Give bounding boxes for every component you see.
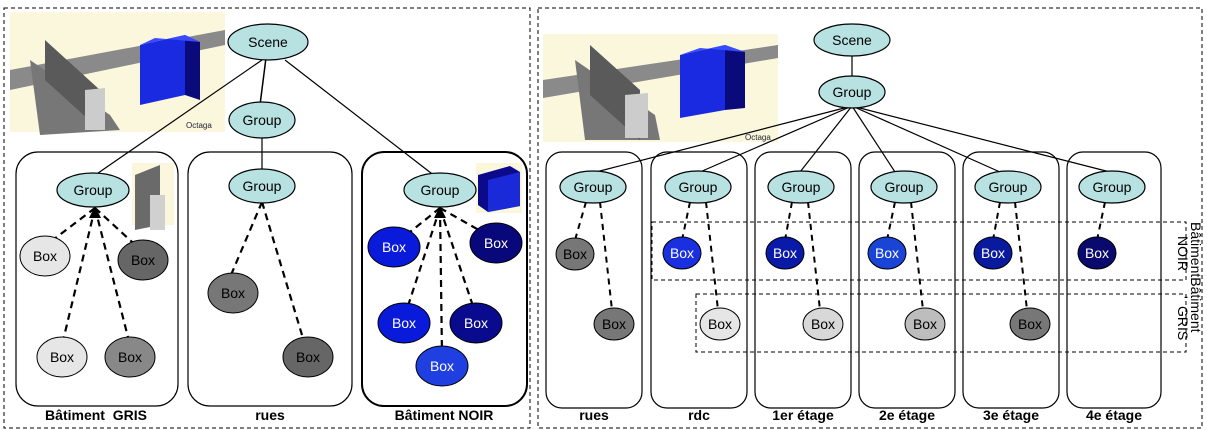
label-batiment-gris: Bâtiment GRIS <box>45 407 147 423</box>
batiment-gris-frame <box>15 151 179 407</box>
svg-text:Box: Box <box>33 248 57 264</box>
svg-text:Box: Box <box>773 245 797 261</box>
col-1er-box-bottom: Box <box>802 307 844 341</box>
right-main-group-label: Group <box>833 84 872 100</box>
svg-text:Group: Group <box>574 179 613 195</box>
svg-text:Box: Box <box>981 245 1005 261</box>
svg-text:Box: Box <box>430 358 454 374</box>
noir-group-label: Group <box>421 182 460 198</box>
col-4e-group: Group <box>1078 170 1146 204</box>
gris-box-1: Box <box>19 235 71 277</box>
rues-group-node <box>228 168 296 204</box>
gris-box-4: Box <box>104 336 156 378</box>
svg-text:Box: Box <box>563 246 587 262</box>
svg-text:Box: Box <box>392 315 416 331</box>
noir-box-5: Box <box>415 345 469 387</box>
side-label-noir: NOIR <box>1175 236 1191 271</box>
col-4e-box-top: Box <box>1077 236 1117 270</box>
rues-group-label: Group <box>243 178 282 194</box>
svg-text:Box: Box <box>464 315 488 331</box>
right-main-group-node <box>818 75 886 109</box>
label-rues-left: rues <box>255 407 285 423</box>
col-2e-group: Group <box>870 170 938 204</box>
gris-mini-preview <box>132 163 174 230</box>
octaga-logo: Octaga <box>186 121 212 130</box>
side-label-batiment: BâtimentBâtiment <box>1188 222 1204 333</box>
right-3d-preview: Octaga <box>543 34 778 142</box>
gris-group-node <box>56 172 130 208</box>
noir-box-4: Box <box>449 302 503 344</box>
batiment-gris-selection <box>695 293 1187 353</box>
rues-frame <box>187 151 353 407</box>
svg-text:Box: Box <box>708 316 732 332</box>
side-label-gris: GRIS <box>1175 306 1191 340</box>
gris-group-label: Group <box>74 182 113 198</box>
noir-box-3: Box <box>377 302 431 344</box>
col-3e-box-top: Box <box>973 236 1013 270</box>
svg-text:Group: Group <box>679 179 718 195</box>
svg-text:Group: Group <box>1093 179 1132 195</box>
col-rues-group: Group <box>559 170 627 204</box>
svg-text:Box: Box <box>131 252 155 268</box>
left-scene-label: Scene <box>248 34 288 50</box>
batiment-noir-frame <box>361 151 528 407</box>
col-rues-box-bottom: Box <box>593 307 635 341</box>
svg-text:Box: Box <box>382 239 406 255</box>
svg-text:Box: Box <box>1018 316 1042 332</box>
noir-group-node <box>403 172 477 208</box>
label-col-rdc: rdc <box>688 407 710 423</box>
svg-text:Box: Box <box>1085 245 1109 261</box>
right-scene-label: Scene <box>832 32 872 48</box>
col-rues-box-top: Box <box>555 237 595 271</box>
svg-text:Box: Box <box>484 235 508 251</box>
gris-box-3: Box <box>36 336 88 378</box>
rues-box-2: Box <box>282 336 334 378</box>
col-rdc-group: Group <box>664 170 732 204</box>
column-frame-rues <box>545 151 643 409</box>
col-1er-group: Group <box>767 170 835 204</box>
svg-text:Group: Group <box>782 179 821 195</box>
gris-box-2: Box <box>117 239 169 281</box>
left-panel-frame <box>3 7 531 429</box>
svg-text:Box: Box <box>913 316 937 332</box>
noir-box-1: Box <box>367 226 421 268</box>
label-col-rues: rues <box>579 407 609 423</box>
col-3e-box-bottom: Box <box>1009 307 1051 341</box>
svg-text:Group: Group <box>885 179 924 195</box>
svg-text:Box: Box <box>875 245 899 261</box>
noir-box-2: Box <box>469 222 523 264</box>
left-scene-node <box>227 23 309 61</box>
col-2e-box-top: Box <box>867 236 907 270</box>
label-col-4e: 4e étage <box>1086 407 1142 423</box>
label-batiment-noir: Bâtiment NOIR <box>395 407 494 423</box>
left-3d-preview: Octaga <box>10 12 225 135</box>
label-col-1er: 1er étage <box>772 407 834 423</box>
col-1er-box-top: Box <box>765 236 805 270</box>
noir-mini-preview <box>476 163 522 213</box>
col-2e-box-bottom: Box <box>904 307 946 341</box>
left-main-group-node <box>228 101 296 139</box>
svg-text:Box: Box <box>670 245 694 261</box>
svg-text:Box: Box <box>811 316 835 332</box>
col-rdc-box-bottom: Box <box>699 307 741 341</box>
rues-box-1: Box <box>207 272 259 314</box>
col-rdc-box-top: Box <box>662 236 702 270</box>
side-label-tick: ' <box>1175 296 1191 299</box>
svg-text:Box: Box <box>602 316 626 332</box>
right-scene-node <box>813 23 891 57</box>
svg-text:Group: Group <box>989 179 1028 195</box>
svg-text:Box: Box <box>296 349 320 365</box>
svg-text:Box: Box <box>221 285 245 301</box>
right-panel-frame <box>537 7 1203 429</box>
svg-text:Box: Box <box>118 349 142 365</box>
label-col-3e: 3e étage <box>983 407 1039 423</box>
svg-text:Box: Box <box>50 349 74 365</box>
col-3e-group: Group <box>974 170 1042 204</box>
octaga-logo-right: Octaga <box>745 133 771 142</box>
label-col-2e: 2e étage <box>879 407 935 423</box>
left-main-group-label: Group <box>243 112 282 128</box>
batiment-noir-selection <box>651 221 1187 281</box>
